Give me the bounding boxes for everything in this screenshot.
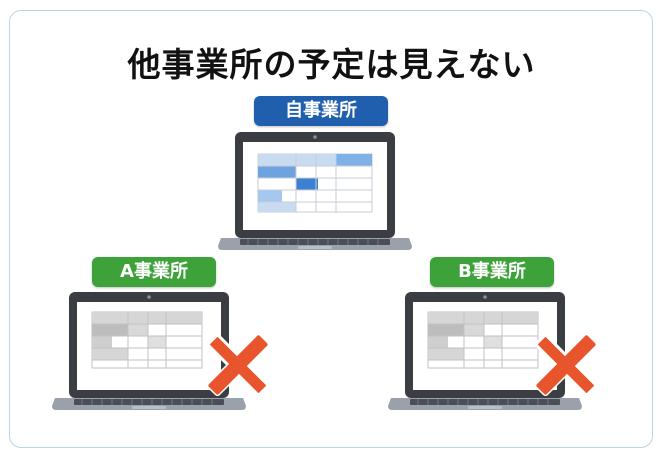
- visible-schedule-table: [257, 153, 373, 213]
- own-office-label: 自事業所: [254, 96, 388, 126]
- office-a-cross-icon: [206, 333, 270, 397]
- office-b-label: B事業所: [430, 257, 554, 287]
- office-b-laptop-icon: [388, 292, 598, 410]
- office-a-label: A事業所: [92, 257, 216, 287]
- own-office-laptop-icon: [218, 132, 412, 250]
- hidden-schedule-table: [427, 311, 539, 369]
- office-a-laptop-icon: [52, 292, 270, 410]
- hidden-schedule-table: [91, 311, 203, 369]
- diagram-title: 他事業所の予定は見えない: [127, 45, 536, 84]
- office-b-cross-icon: [534, 333, 598, 397]
